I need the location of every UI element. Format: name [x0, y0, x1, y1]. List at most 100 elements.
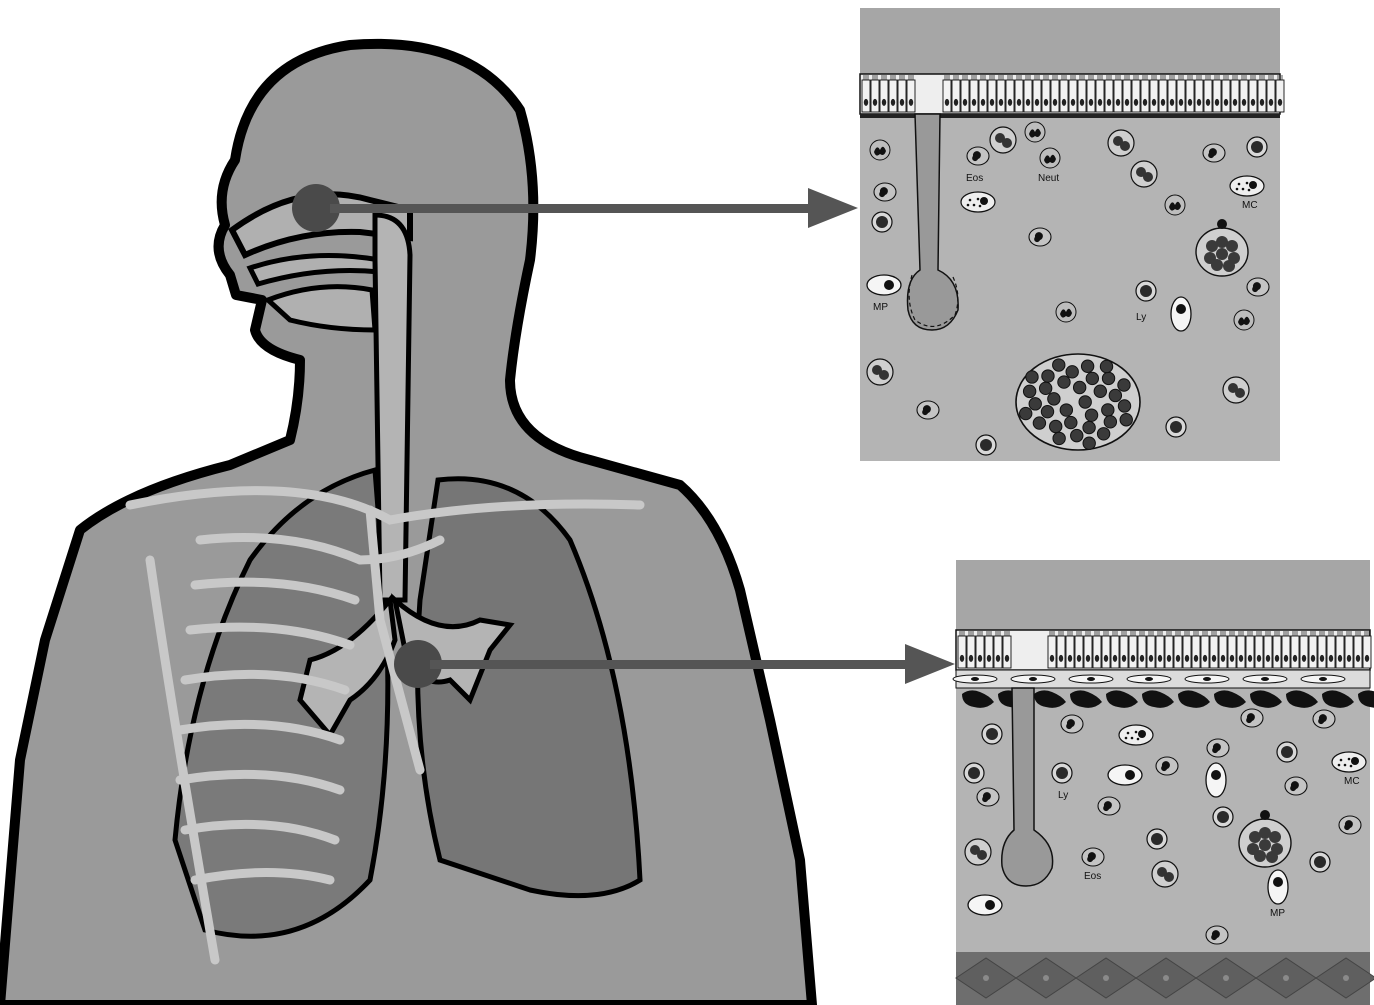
epithelial-cell — [1024, 80, 1032, 112]
epithelial-cell — [1069, 80, 1077, 112]
cell-nucleus — [1026, 371, 1038, 383]
cell-nucleus — [1249, 181, 1257, 189]
cell-nucleus — [1113, 655, 1117, 662]
cell-nucleus — [1283, 975, 1289, 981]
cell-nucleus — [1043, 975, 1049, 981]
label-mc: MC — [1242, 200, 1258, 211]
cell-nucleus — [963, 99, 967, 106]
cell-nucleus — [1118, 400, 1130, 412]
cell-nucleus — [1269, 99, 1273, 106]
cell-nucleus — [1261, 677, 1269, 681]
epithelial-cell — [1282, 636, 1290, 668]
cell-nucleus — [1029, 398, 1041, 410]
cell-nucleus — [1161, 99, 1165, 106]
epithelial-cell — [1318, 636, 1326, 668]
epithelial-cell — [1210, 636, 1218, 668]
cell-nucleus — [1356, 655, 1360, 662]
epithelial-cell — [1168, 80, 1176, 112]
cell-nucleus — [1347, 655, 1351, 662]
epithelial-cell — [1141, 80, 1149, 112]
epithelial-cell — [1204, 80, 1212, 112]
cell-nucleus — [1086, 372, 1098, 384]
cell-nucleus — [1223, 260, 1235, 272]
cell-nucleus — [1151, 833, 1163, 845]
cell-nucleus — [1152, 99, 1156, 106]
cell-nucleus — [1266, 851, 1278, 863]
cell-nucleus — [983, 975, 989, 981]
cell-nucleus — [1140, 655, 1144, 662]
epithelial-cell — [1033, 80, 1041, 112]
granule — [967, 204, 970, 207]
cell-nucleus — [1103, 975, 1109, 981]
cell-nucleus — [1050, 420, 1062, 432]
epithelial-cell — [1267, 80, 1275, 112]
cell-nucleus — [1002, 138, 1012, 148]
pharynx — [375, 215, 410, 600]
cell-nucleus — [1044, 99, 1048, 106]
cell-nucleus — [972, 99, 976, 106]
cell-nucleus — [1033, 417, 1045, 429]
cell-nucleus — [1278, 99, 1282, 106]
epithelial-cell — [1111, 636, 1119, 668]
cell-nucleus — [1058, 376, 1070, 388]
cell-nucleus — [1125, 770, 1135, 780]
cell-nucleus — [1094, 385, 1106, 397]
cell-nucleus — [1062, 99, 1066, 106]
cell-nucleus — [1211, 259, 1223, 271]
cell-nucleus — [1197, 99, 1201, 106]
cell-nucleus — [1275, 655, 1279, 662]
cell-nucleus — [1203, 677, 1211, 681]
cell-nucleus — [1077, 655, 1081, 662]
cell-nucleus — [1216, 248, 1228, 260]
epithelial-cell — [1354, 636, 1362, 668]
epithelial-cell — [1291, 636, 1299, 668]
granule — [1236, 188, 1239, 191]
granule — [973, 204, 976, 207]
cell-nucleus — [1257, 655, 1261, 662]
cell-nucleus — [1293, 655, 1297, 662]
cell-nucleus — [1170, 99, 1174, 106]
cell-nucleus — [1185, 655, 1189, 662]
cell-nucleus — [1039, 382, 1051, 394]
cell-nucleus — [1120, 141, 1130, 151]
cell-nucleus — [1170, 421, 1182, 433]
cell-nucleus — [1251, 99, 1255, 106]
cell-nucleus — [1073, 381, 1085, 393]
cell-nucleus — [1320, 655, 1324, 662]
cell-nucleus — [1053, 99, 1057, 106]
cell-nucleus — [1221, 655, 1225, 662]
cell-nucleus — [1089, 99, 1093, 106]
cell-nucleus — [1087, 677, 1095, 681]
cell-nucleus — [1020, 407, 1032, 419]
cell-nucleus — [1233, 99, 1237, 106]
granule — [1238, 183, 1241, 186]
epithelial-cell — [1057, 636, 1065, 668]
cell-nucleus — [996, 655, 1000, 662]
cell-nucleus — [1122, 655, 1126, 662]
cell-nucleus — [1143, 172, 1153, 182]
epithelial-cell — [1255, 636, 1263, 668]
epithelial-cell — [1129, 636, 1137, 668]
cell-nucleus — [1098, 99, 1102, 106]
label-mc-lower: MC — [1344, 776, 1360, 787]
epithelial-cell — [1156, 636, 1164, 668]
mast-cell — [1119, 725, 1153, 745]
epithelial-cell — [1195, 80, 1203, 112]
cell-nucleus — [968, 767, 980, 779]
epithelial-cell — [985, 636, 993, 668]
cell-nucleus — [1102, 404, 1114, 416]
cell-nucleus — [1206, 99, 1210, 106]
cell-nucleus — [1081, 360, 1093, 372]
granule — [1137, 738, 1140, 741]
epithelial-cell — [976, 636, 984, 668]
epithelial-cell — [1075, 636, 1083, 668]
cell-nucleus — [1176, 655, 1180, 662]
mast-cell — [1230, 176, 1264, 196]
lower-mucosa-panel: Ly MC Eos MP — [953, 560, 1374, 1005]
cell-nucleus — [1259, 839, 1271, 851]
label-eos-lower: Eos — [1084, 871, 1101, 882]
epithelial-cell — [967, 636, 975, 668]
granule — [1127, 732, 1130, 735]
cell-nucleus — [1163, 975, 1169, 981]
epithelial-cell — [988, 80, 996, 112]
